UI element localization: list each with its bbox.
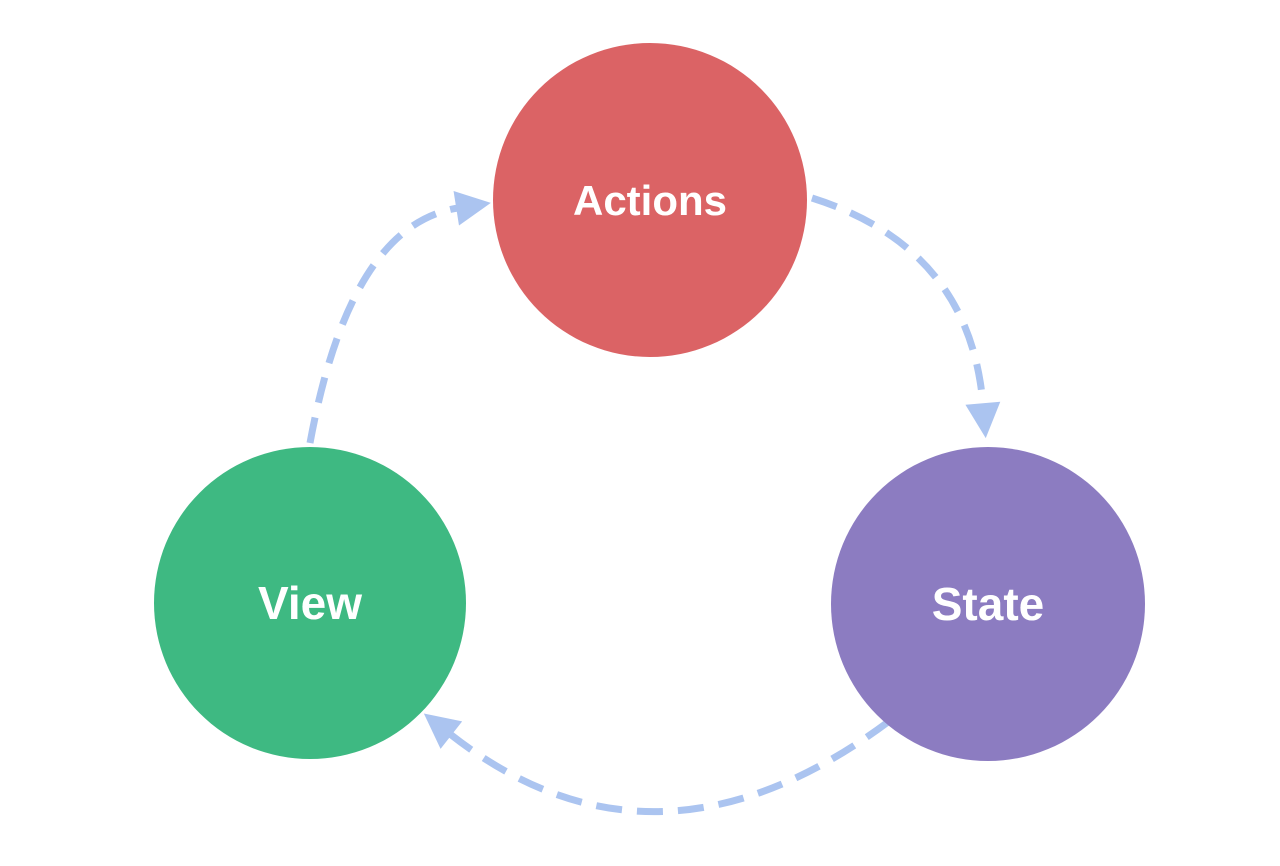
node-view: View <box>154 447 466 759</box>
node-state: State <box>831 447 1145 761</box>
edge-actions-to-state <box>810 194 1001 439</box>
node-actions: Actions <box>493 43 807 357</box>
edge-state-to-view <box>423 713 891 816</box>
edge-view-to-actions <box>306 190 491 444</box>
actions-circle <box>493 43 807 357</box>
view-circle <box>154 447 466 759</box>
state-label: State <box>932 578 1044 630</box>
view-label: View <box>258 577 362 629</box>
state-circle <box>831 447 1145 761</box>
actions-label: Actions <box>573 177 727 224</box>
